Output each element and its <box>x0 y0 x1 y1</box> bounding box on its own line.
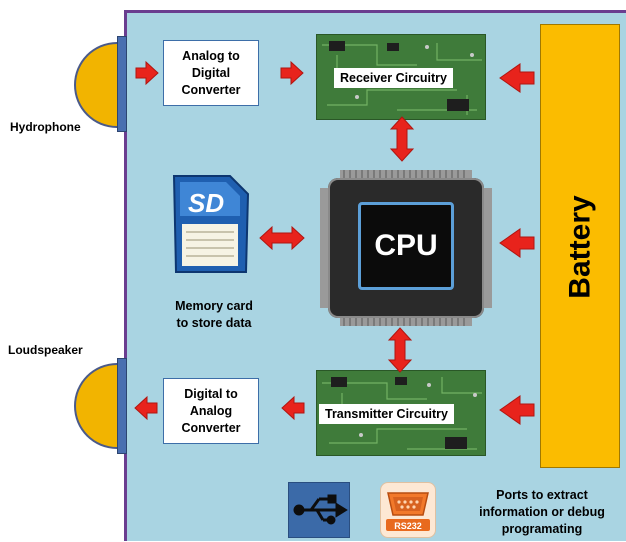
dac-box: Digital to Analog Converter <box>163 378 259 444</box>
arrow-battery-to-transmitter <box>499 395 535 425</box>
arrow-transmitter-to-dac <box>281 396 305 420</box>
dac-label-line2: Analog <box>189 403 233 418</box>
usb-port-tile <box>288 482 350 538</box>
loudspeaker-connector <box>117 358 127 454</box>
arrow-dac-to-loudspeaker <box>134 396 158 420</box>
sd-card-icon: SD <box>172 175 250 273</box>
hydrophone-label: Hydrophone <box>10 120 81 134</box>
rs232-icon: RS232 <box>386 492 430 531</box>
ports-label-line2: information or debug <box>479 505 605 519</box>
arrow-cpu-transmitter <box>388 327 412 373</box>
ports-label: Ports to extract information or debug pr… <box>462 487 622 538</box>
svg-text:SD: SD <box>188 188 224 218</box>
pcb-traces-icon <box>322 377 482 450</box>
cpu-die: CPU <box>358 202 454 290</box>
memory-label: Memory card to store data <box>160 298 268 332</box>
cpu-label: CPU <box>374 229 438 262</box>
arrow-battery-to-cpu <box>499 228 535 258</box>
arrow-adc-to-receiver <box>280 61 304 85</box>
adc-label-line1: Analog to <box>182 48 240 63</box>
receiver-label: Receiver Circuitry <box>334 68 454 88</box>
transmitter-label: Transmitter Circuitry <box>319 404 454 424</box>
cpu-chip-icon: CPU <box>320 170 492 326</box>
ports-label-line3: programating <box>501 522 583 536</box>
rs232-port-tile: RS232 <box>380 482 436 538</box>
ports-label-line1: Ports to extract <box>496 488 588 502</box>
arrow-memory-cpu <box>259 226 305 250</box>
arrow-receiver-cpu <box>390 116 414 162</box>
memory-label-line1: Memory card <box>175 299 253 313</box>
transmitter-board-icon: Transmitter Circuitry <box>316 370 486 456</box>
dac-label-line1: Digital to <box>184 386 238 401</box>
hydrophone-connector <box>117 36 127 132</box>
usb-icon <box>293 494 348 525</box>
rs232-label: RS232 <box>394 521 422 531</box>
adc-box: Analog to Digital Converter <box>163 40 259 106</box>
arrow-battery-to-receiver <box>499 63 535 93</box>
adc-label-line2: Digital <box>191 65 231 80</box>
loudspeaker-label: Loudspeaker <box>8 343 83 357</box>
cpu-pins-icon <box>320 170 492 326</box>
arrow-hydrophone-to-adc <box>135 61 159 85</box>
dac-label-line3: Converter <box>181 420 241 435</box>
memory-label-line2: to store data <box>176 316 252 330</box>
adc-label-line3: Converter <box>181 82 241 97</box>
battery-block: Battery <box>540 24 620 468</box>
